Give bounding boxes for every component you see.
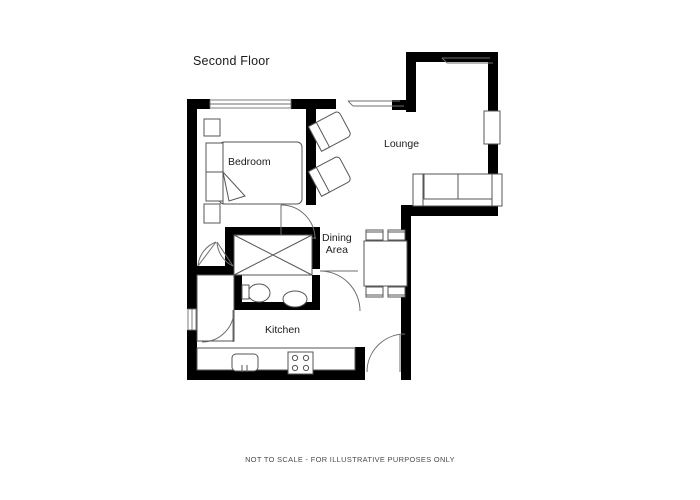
wall-bedroom-east bbox=[306, 99, 316, 205]
wall-left-mid bbox=[187, 252, 197, 309]
dining-furniture bbox=[363, 229, 408, 298]
wall-kitchen-south bbox=[187, 370, 365, 380]
hob-burner-2 bbox=[302, 354, 310, 362]
bed-pillow-lower bbox=[205, 171, 224, 202]
room-label-dining-line1: Dining bbox=[322, 232, 352, 244]
door-bedroom-swing bbox=[280, 204, 316, 240]
armchair-lower-back bbox=[307, 166, 331, 198]
lounge-furniture bbox=[307, 110, 503, 207]
toilet-bowl bbox=[247, 283, 271, 303]
kitchen-sink bbox=[231, 353, 259, 372]
wall-lounge-west-upper bbox=[406, 52, 416, 97]
door-cupboard-left-arc bbox=[197, 241, 217, 267]
disclaimer-note: NOT TO SCALE - FOR ILLUSTRATIVE PURPOSES… bbox=[245, 455, 455, 464]
armchair-lower bbox=[307, 156, 351, 198]
dining-chair-4-seat bbox=[387, 286, 406, 298]
door-cupboard-right bbox=[216, 241, 234, 267]
wall-dining-east-lower bbox=[401, 330, 411, 380]
wall-bath-east bbox=[312, 227, 320, 269]
armchair-upper-back bbox=[307, 121, 331, 153]
wall-lounge-step-bottom bbox=[392, 100, 416, 110]
dining-chair-3-seat bbox=[365, 286, 384, 298]
wall-lounge-north bbox=[432, 52, 498, 62]
wall-kitchen-east bbox=[355, 347, 365, 380]
wall-left-lower bbox=[187, 330, 197, 380]
window-lounge-west-c bbox=[347, 100, 354, 107]
hob-burner-3 bbox=[291, 364, 299, 372]
wall-cupboard-south bbox=[197, 266, 234, 275]
wall-bath-north bbox=[225, 227, 320, 235]
hob-burner-1 bbox=[291, 354, 299, 362]
dining-chair-1-seat bbox=[365, 229, 384, 241]
toilet-cistern bbox=[241, 284, 250, 300]
dining-chair-3 bbox=[365, 286, 384, 298]
door-bathroom-swing bbox=[319, 270, 361, 312]
windows bbox=[187, 57, 493, 331]
armchair-upper bbox=[307, 111, 351, 153]
bedroom-furniture bbox=[203, 118, 303, 224]
lounge-cabinet bbox=[483, 110, 501, 145]
dining-chair-1 bbox=[365, 229, 384, 241]
door-cupboard-right-arc bbox=[216, 241, 234, 267]
wall-lounge-step-top bbox=[406, 52, 432, 62]
wall-left-upper bbox=[187, 99, 197, 252]
sofa-cushion-left bbox=[423, 173, 459, 200]
room-label-dining-line2: Area bbox=[325, 244, 348, 256]
room-label-kitchen: Kitchen bbox=[265, 324, 301, 336]
wall-bedroom-north-left bbox=[187, 99, 210, 109]
room-label-bedroom: Bedroom bbox=[228, 156, 271, 168]
kitchen-hob bbox=[287, 351, 314, 375]
bedside-table-top bbox=[203, 118, 221, 137]
wash-basin bbox=[282, 290, 308, 308]
hall-fixtures bbox=[196, 274, 235, 342]
counter-run bbox=[196, 347, 356, 371]
bed-pillow-upper bbox=[205, 142, 224, 173]
wall-lounge-step-mid bbox=[406, 88, 416, 110]
door-kitchen-swing bbox=[366, 333, 406, 373]
door-cupboard-left bbox=[197, 241, 217, 267]
page-title: Second Floor bbox=[193, 54, 270, 68]
dining-chair-4 bbox=[387, 286, 406, 298]
wall-bath-south bbox=[234, 302, 320, 310]
wall-bath-east-lower bbox=[312, 275, 320, 310]
wall-bath-west-lower bbox=[234, 275, 242, 310]
room-label-dining: Dining Area bbox=[322, 232, 352, 256]
door-hall-swing bbox=[201, 309, 235, 343]
wall-bath-west bbox=[225, 233, 234, 275]
dining-chair-2 bbox=[387, 229, 406, 241]
dining-table bbox=[363, 240, 408, 287]
sofa-arm-right bbox=[491, 173, 503, 207]
room-label-lounge: Lounge bbox=[384, 138, 420, 150]
shower-diag-b bbox=[233, 234, 313, 276]
bathroom-fixtures bbox=[233, 234, 313, 308]
bedside-table-bottom bbox=[203, 203, 221, 224]
sofa-cushion-right bbox=[457, 173, 493, 200]
storage-cupboard bbox=[196, 274, 235, 342]
kitchen-fittings bbox=[196, 347, 356, 375]
wall-lounge-west-lower bbox=[406, 100, 416, 112]
window-lounge-north-c bbox=[441, 57, 448, 64]
dining-chair-2-seat bbox=[387, 229, 406, 241]
bed-duvet-fold bbox=[222, 170, 246, 202]
hob-burner-4 bbox=[302, 364, 310, 372]
sofa-arm-left bbox=[412, 173, 424, 207]
wall-lounge-south bbox=[401, 205, 498, 216]
